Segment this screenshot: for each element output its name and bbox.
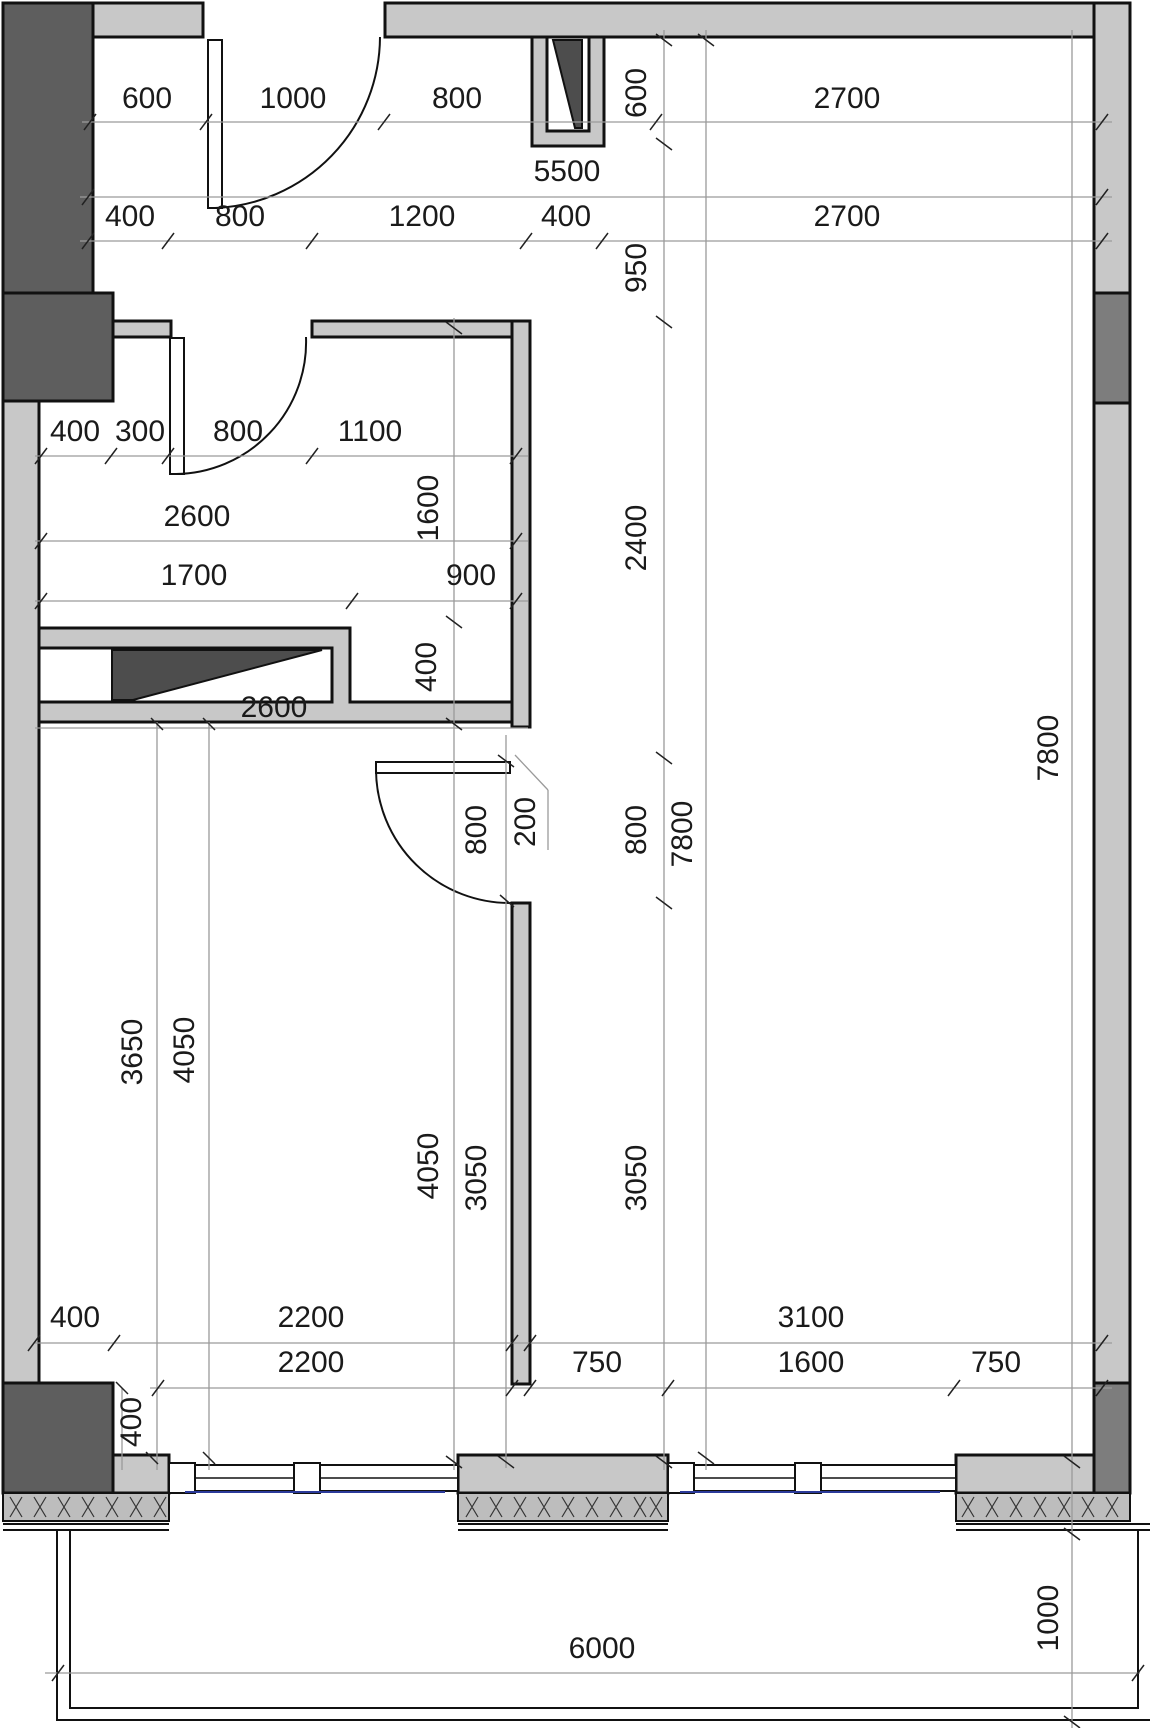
dim-800c: 800 [460, 805, 493, 855]
dimension-tick-icon [27, 33, 1145, 1728]
dimension-lines [35, 30, 1140, 1728]
door-swing-icon [375, 769, 513, 905]
dim-800b: 800 [213, 415, 263, 448]
dim-750b: 750 [971, 1346, 1021, 1379]
dim-1600v: 1600 [412, 475, 445, 542]
dim-top-1000: 1000 [260, 82, 327, 115]
dim-6000: 6000 [569, 1632, 636, 1665]
dim-1100: 1100 [338, 415, 403, 448]
dim-750a: 750 [572, 1346, 622, 1379]
dim-1700: 1700 [161, 559, 228, 592]
dim-shaft-600: 600 [620, 68, 653, 118]
dim-400v: 400 [410, 642, 443, 692]
dim-400c: 400 [50, 415, 100, 448]
dim-3650: 3650 [116, 1019, 149, 1086]
dim-top-2700a: 2700 [814, 82, 881, 115]
door-leaf-room [375, 761, 511, 774]
wall-top-left [88, 1, 205, 39]
wall-left-column-top [1, 1, 95, 295]
wall-bottom-right-column [1092, 1381, 1132, 1495]
dim-400b: 400 [541, 200, 591, 233]
dim-800a: 800 [215, 200, 265, 233]
wall-right-column [1092, 291, 1132, 405]
dim-900: 900 [446, 559, 496, 592]
door-leaf-entry [207, 39, 223, 209]
wall-top-right [383, 1, 1132, 39]
balcony-outline [3, 1523, 1150, 1721]
doors [169, 36, 513, 905]
dim-1200: 1200 [389, 200, 456, 233]
dim-300: 300 [115, 415, 165, 448]
wall-bath-top-right [310, 319, 532, 339]
door-leaf-bath [169, 337, 185, 475]
dim-3050b: 3050 [620, 1145, 653, 1212]
dim-800d: 800 [620, 805, 653, 855]
dim-5500: 5500 [534, 155, 601, 188]
ventilation-shaft-icon [111, 649, 323, 701]
dim-400a: 400 [105, 200, 155, 233]
dim-1600: 1600 [778, 1346, 845, 1379]
dim-4050a: 4050 [168, 1017, 201, 1084]
dimension-labels: 600 1000 800 600 2700 5500 400 800 1200 … [50, 68, 1065, 1665]
dim-200: 200 [509, 797, 542, 847]
door-swing-icon [175, 336, 308, 475]
dim-7800-center: 7800 [666, 801, 699, 868]
ventilation-shaft-icon [551, 39, 583, 129]
dim-1000v: 1000 [1032, 1585, 1065, 1652]
dim-400d: 400 [50, 1301, 100, 1334]
wall-right-lower [1092, 401, 1132, 1385]
wall-left-long [1, 399, 41, 1385]
dim-2600a: 2600 [164, 500, 231, 533]
dim-top-600: 600 [122, 82, 172, 115]
dim-2200b: 2200 [278, 1346, 345, 1379]
dim-400e: 400 [115, 1397, 148, 1447]
dim-2200a: 2200 [278, 1301, 345, 1334]
wall-right-upper [1092, 1, 1132, 295]
wall-bath-right [510, 319, 532, 729]
wall-left-column-mid [1, 291, 115, 403]
shaft-wall [530, 35, 606, 148]
windows [168, 1462, 957, 1494]
dim-3100: 3100 [778, 1301, 845, 1334]
dim-950: 950 [620, 243, 653, 293]
dim-top-800: 800 [432, 82, 482, 115]
wall-bath-top-left [111, 319, 173, 339]
wall-bottom-c [954, 1453, 1096, 1495]
wall-bottom-b [456, 1453, 670, 1495]
dim-2600b: 2600 [241, 691, 308, 724]
dim-4050b: 4050 [412, 1133, 445, 1200]
dim-2400: 2400 [620, 505, 653, 572]
wall-partition-lower [510, 901, 532, 1386]
hatch-insulation-icon [2, 1492, 1131, 1522]
door-swing-icon [214, 36, 381, 209]
walls [1, 1, 1132, 1495]
dim-2700b: 2700 [814, 200, 881, 233]
dim-7800-right: 7800 [1032, 715, 1065, 782]
dim-3050a: 3050 [460, 1145, 493, 1212]
wall-bottom-left-column [1, 1381, 115, 1495]
